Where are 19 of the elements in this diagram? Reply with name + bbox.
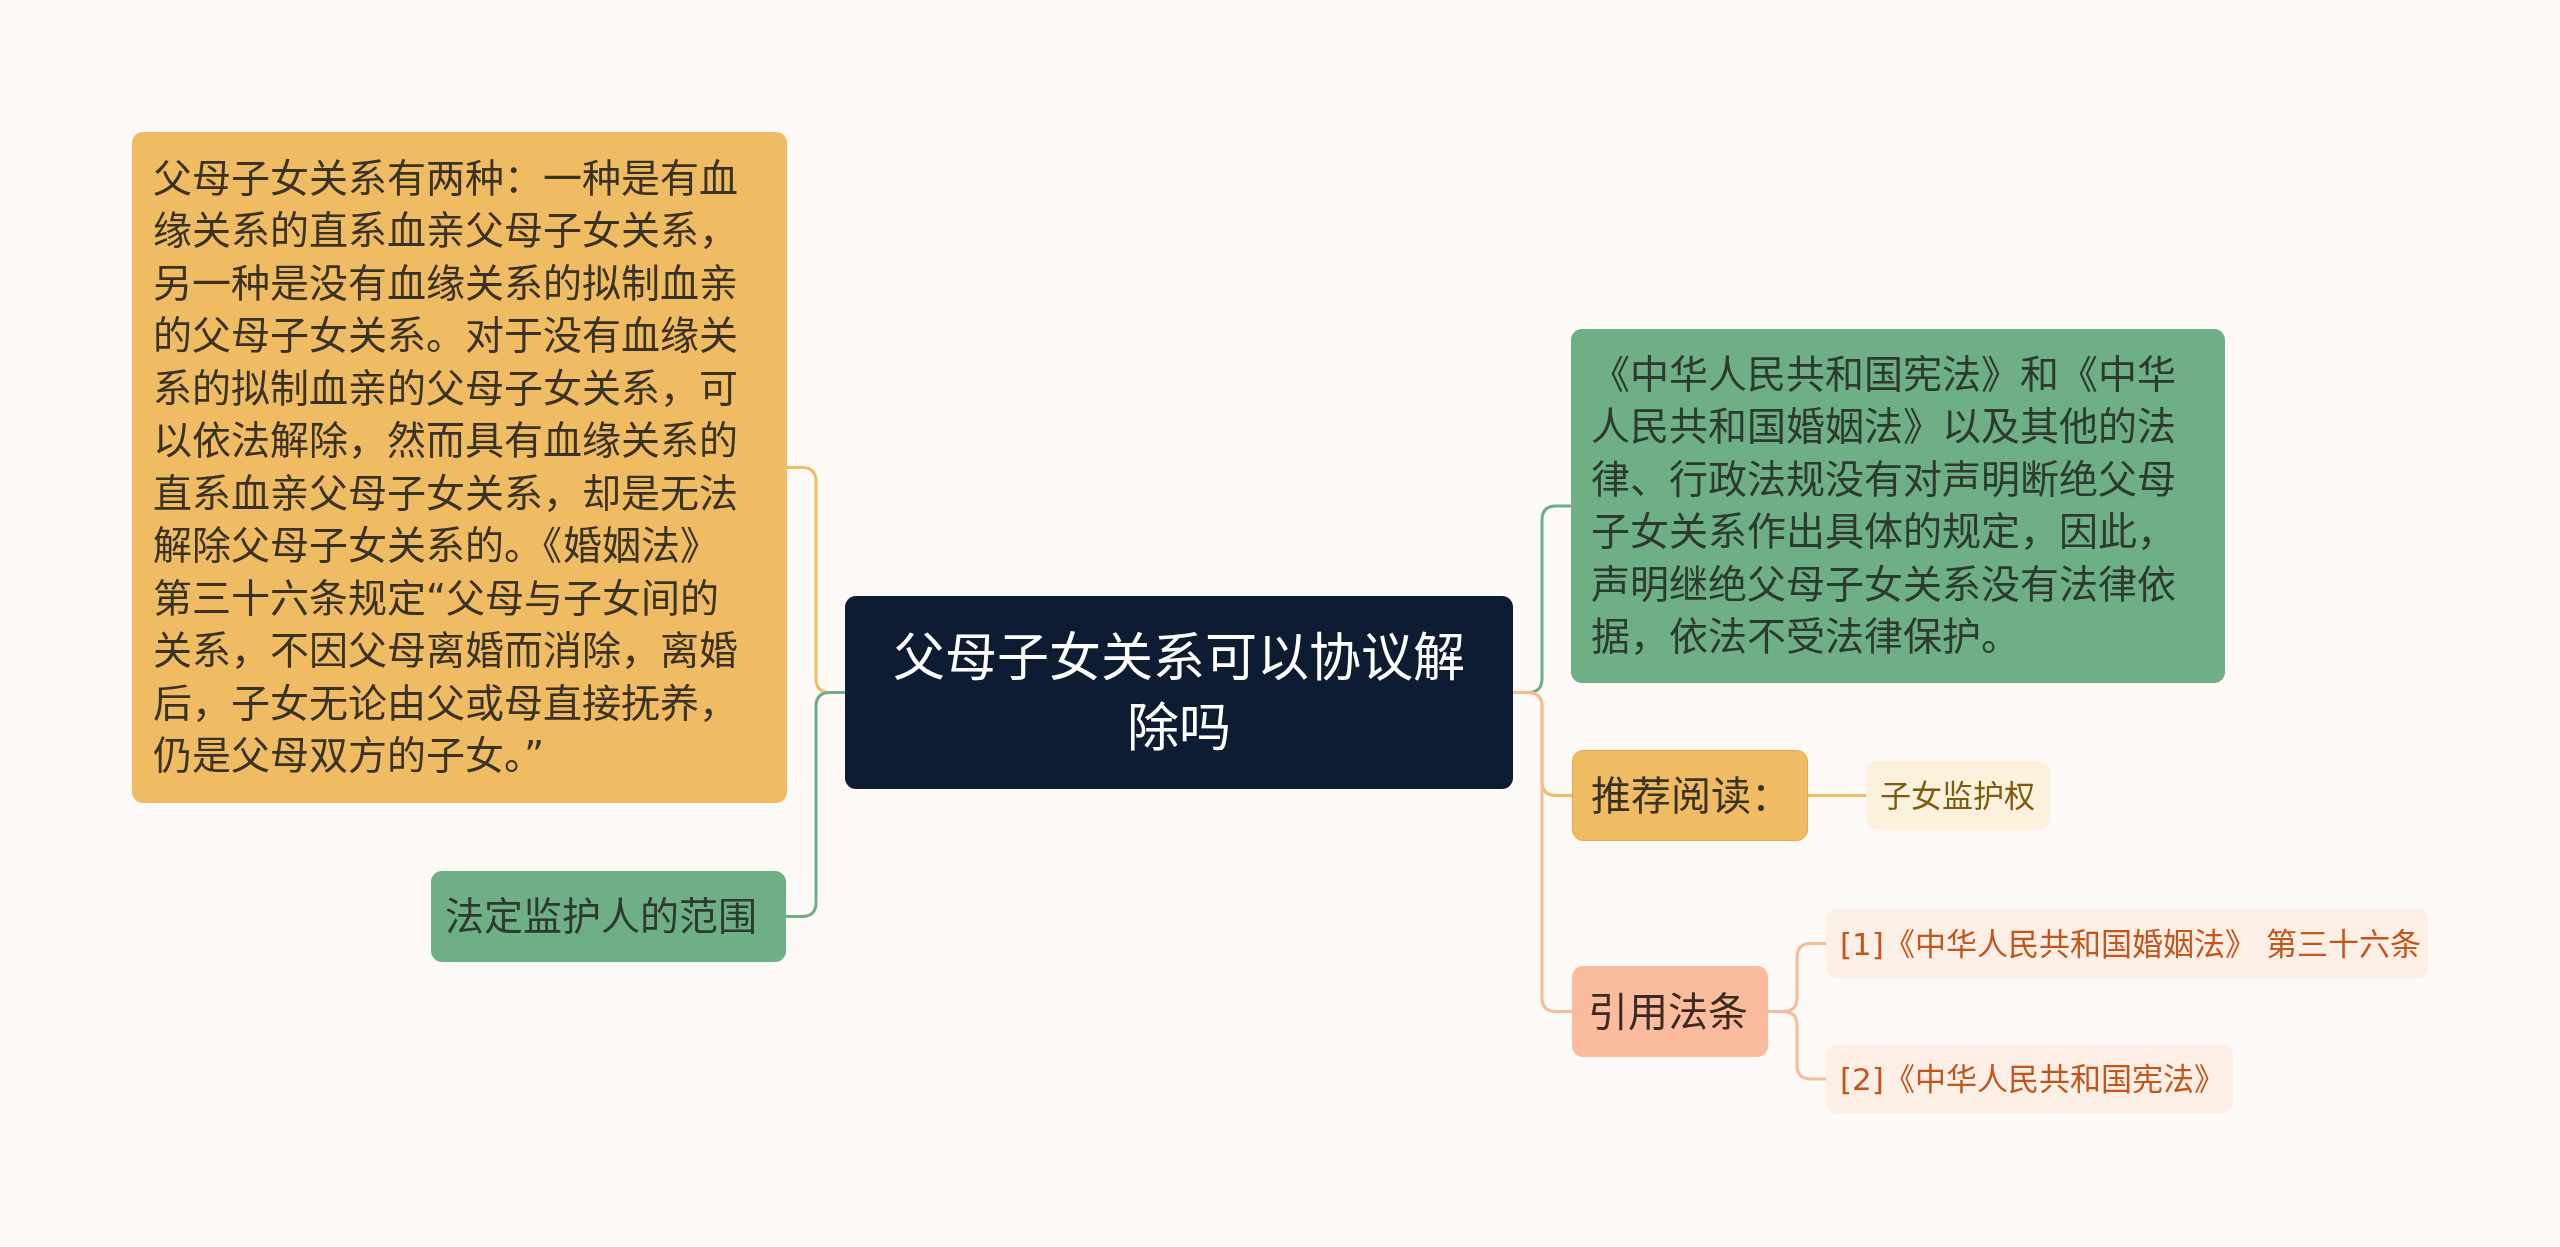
note-text: 《中华人民共和国宪法》和《中华人民共和国婚姻法》以及其他的法律、行政法规没有对声明断绝父母子女关系作出具体的规定，因此，声明继绝父母子女关系没有法律依据，依法不受法律保护。 [1591, 350, 2177, 661]
note-text: 父母子女关系有两种：一种是有血缘关系的直系血亲父母子女关系，另一种是没有血缘关系的拟制血亲的父母子女关系。对于没有血缘关系的拟制血亲的父母子女关系，可以依法解除，然而具有血缘关系的直系血亲父母子女关系，却是无法解除父母子女关系的。《婚姻法》第三十六条规定“父母与子女间的关系，不因父母离婚而消除，离婚后，子女无论由父或母直接抚养，仍是父母双方的子女。” [153, 154, 739, 780]
topic-title: 父母子女关系可以协议解除吗 [892, 626, 1466, 760]
topic-box [431, 871, 786, 962]
topic-text: 引用法条 [1588, 987, 1748, 1037]
connector [1808, 794, 1866, 797]
topic-box [1572, 750, 1808, 841]
note-box [132, 132, 787, 803]
subtopic-text: 子女监护权 [1880, 776, 2035, 816]
reference-text: [2]《中华人民共和国宪法》 [1840, 1060, 2225, 1099]
subtopic-box [1866, 761, 2050, 830]
reference-box [1826, 909, 2428, 978]
note-box [1571, 329, 2225, 683]
central-topic-box [845, 596, 1513, 789]
reference-box [1826, 1045, 2233, 1113]
reference-text: [1]《中华人民共和国婚姻法》 第三十六条 [1840, 924, 2421, 964]
topic-text: 推荐阅读： [1591, 771, 1791, 821]
topic-text: 法定监护人的范围 [445, 892, 757, 941]
topic-box [1572, 966, 1768, 1057]
